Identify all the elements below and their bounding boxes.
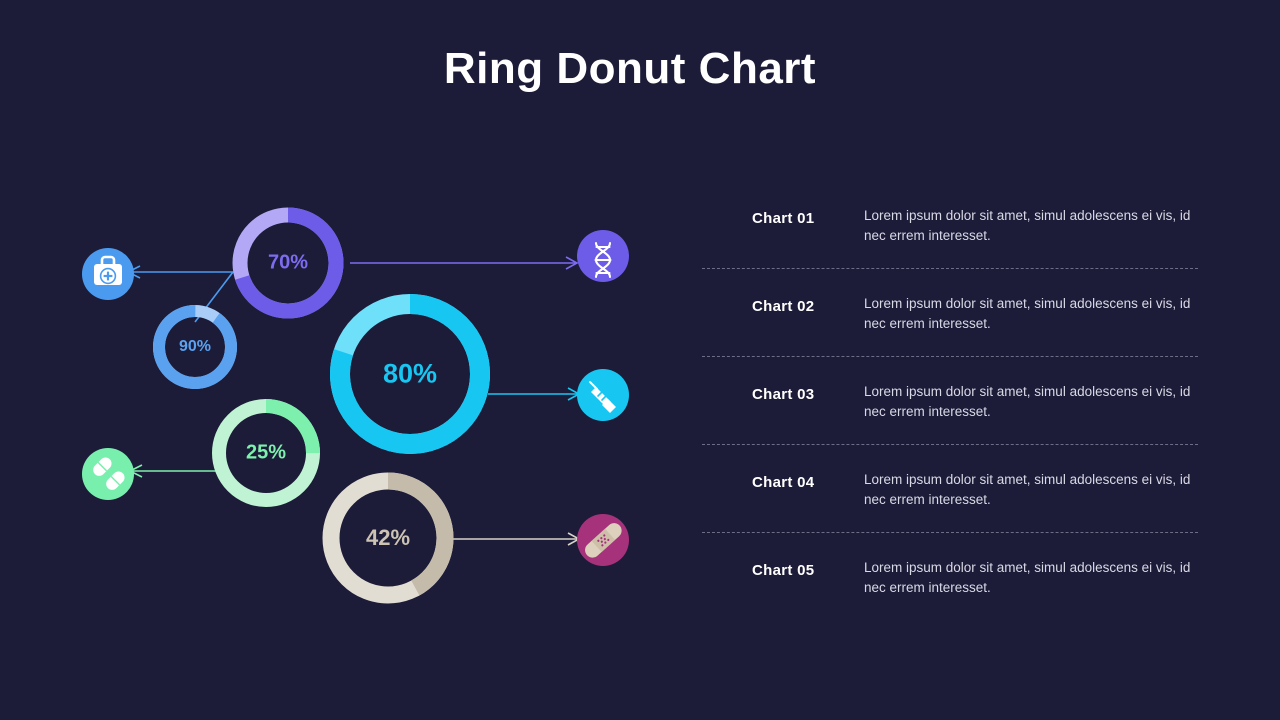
ring-70-label: 70%	[267, 251, 309, 274]
connector-ring-25	[128, 464, 222, 478]
list-item-body: Lorem ipsum dolor sit amet, simul adoles…	[864, 208, 1191, 243]
list-item-title: Chart 02	[752, 298, 815, 315]
icon-badge-syringe[interactable]	[577, 369, 629, 421]
list-item-title: Chart 01	[752, 210, 815, 227]
connector-lines	[126, 256, 581, 546]
page-title: Ring Donut Chart	[443, 44, 817, 93]
medical-bag-icon	[94, 255, 122, 285]
icon-badge-medical-bag[interactable]	[82, 248, 134, 300]
connector-ring-80	[488, 387, 581, 401]
connector-ring-70	[350, 256, 579, 270]
list-item-title: Chart 05	[752, 562, 815, 579]
icon-badge-pills[interactable]	[82, 448, 134, 500]
ring-80-label: 80%	[382, 358, 438, 389]
row-divider	[702, 532, 1198, 533]
ring-25-label: 25%	[245, 441, 287, 464]
list-item-title: Chart 04	[752, 474, 815, 491]
list-item-title: Chart 03	[752, 386, 815, 403]
syringe-icon	[589, 381, 616, 413]
list-item-body: Lorem ipsum dolor sit amet, simul adoles…	[864, 384, 1191, 419]
list-item-body: Lorem ipsum dolor sit amet, simul adoles…	[864, 296, 1191, 331]
list-item[interactable]: Chart 01 Lorem ipsum dolor sit amet, sim…	[700, 196, 1200, 284]
row-divider	[702, 356, 1198, 357]
ring-25[interactable]	[212, 399, 320, 507]
list-item[interactable]: Chart 04 Lorem ipsum dolor sit amet, sim…	[700, 460, 1200, 548]
icon-badge-dna[interactable]	[577, 230, 629, 282]
list-item[interactable]: Chart 03 Lorem ipsum dolor sit amet, sim…	[700, 372, 1200, 460]
icon-badge-bandage[interactable]	[577, 514, 629, 566]
ring-90[interactable]	[145, 297, 246, 398]
list-item-body: Lorem ipsum dolor sit amet, simul adoles…	[864, 472, 1191, 507]
list-item-body: Lorem ipsum dolor sit amet, simul adoles…	[864, 560, 1191, 595]
connector-ring-42	[452, 532, 581, 546]
donut-diagram: 70% 90% 80% 25% 42%	[0, 150, 680, 650]
list-item[interactable]: Chart 02 Lorem ipsum dolor sit amet, sim…	[700, 284, 1200, 372]
ring-90-label: 90%	[178, 338, 212, 355]
list-item[interactable]: Chart 05 Lorem ipsum dolor sit amet, sim…	[700, 548, 1200, 636]
row-divider	[702, 268, 1198, 269]
donut-svg	[82, 207, 629, 604]
ring-42-label: 42%	[365, 525, 411, 550]
dna-icon	[594, 241, 612, 279]
chart-legend-list: Chart 01 Lorem ipsum dolor sit amet, sim…	[700, 196, 1200, 636]
bandage-icon	[585, 523, 622, 558]
ring-80[interactable]	[330, 294, 490, 454]
row-divider	[702, 444, 1198, 445]
ring-70[interactable]	[232, 207, 344, 319]
ring-42[interactable]	[322, 472, 454, 604]
pills-icon	[93, 457, 125, 490]
